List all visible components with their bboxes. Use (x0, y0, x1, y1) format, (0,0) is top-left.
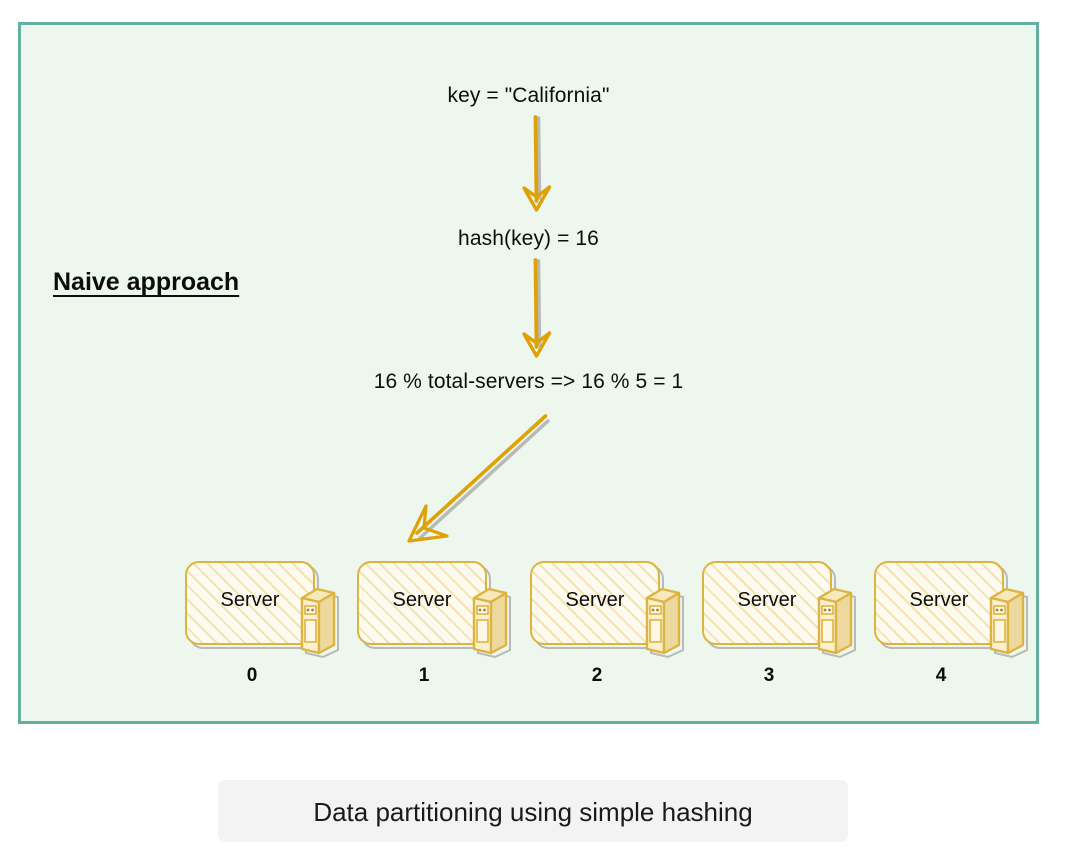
server-label: Server (565, 589, 625, 611)
arrow-shadows (418, 116, 550, 540)
server-node-3[interactable]: Server 3 (696, 539, 868, 686)
server-node-0[interactable]: Server 0 (179, 539, 351, 686)
server-index-label: 2 (591, 665, 603, 686)
server-node-1[interactable]: Server 1 (351, 539, 523, 686)
arrow-diagonal-modulo-to-server-1 (407, 414, 548, 543)
server-tower-icon (297, 584, 341, 660)
page-title: Naive approach (53, 268, 240, 296)
server-box-4: Server (874, 561, 1008, 649)
modulo-expression-text: 16 % total-servers => 16 % 5 = 1 (373, 370, 684, 393)
caption-text: Data partitioning using simple hashing (313, 797, 753, 827)
server-tower-icon (469, 584, 513, 660)
server-tower-icon (642, 584, 686, 660)
diagram-frame: key = "California" hash(key) = 16 16 % t… (18, 22, 1039, 724)
server-label: Server (392, 589, 452, 611)
server-label: Server (220, 589, 280, 611)
server-tower-icon (814, 584, 858, 660)
server-box-body (185, 561, 315, 645)
server-index-label: 4 (935, 665, 947, 686)
server-box-2: Server (530, 561, 664, 649)
server-node-4[interactable]: Server 4 (868, 539, 1040, 686)
server-box-1: Server (357, 561, 491, 649)
key-expression-text: key = "California" (447, 84, 610, 107)
server-index-label: 1 (418, 665, 430, 686)
server-box-body (357, 561, 487, 645)
server-index-label: 0 (246, 665, 258, 686)
server-label: Server (909, 589, 969, 611)
caption-box: Data partitioning using simple hashing (218, 780, 848, 842)
server-box-body (702, 561, 832, 645)
server-row: Server 0 (21, 539, 1036, 686)
arrow-down-hash-to-modulo (522, 258, 552, 358)
hash-expression-text: hash(key) = 16 (458, 227, 599, 250)
server-box-0: Server (185, 561, 319, 649)
server-tower-icon (986, 584, 1030, 660)
server-node-2[interactable]: Server 2 (524, 539, 696, 686)
server-label: Server (737, 589, 797, 611)
server-index-label: 3 (763, 665, 775, 686)
server-box-3: Server (702, 561, 836, 649)
arrow-down-key-to-hash (522, 115, 552, 212)
